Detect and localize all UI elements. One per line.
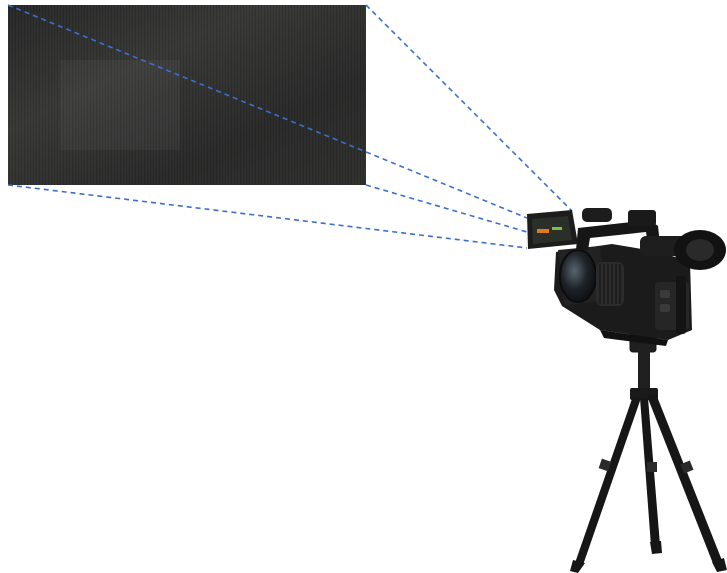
tripod-center-column xyxy=(638,345,650,393)
display-screen-icon xyxy=(8,5,366,185)
camera-hot-shoe xyxy=(628,210,656,226)
camera-side-button xyxy=(660,290,670,298)
camera-side-strap xyxy=(676,276,686,334)
camera-eyecup-inner xyxy=(686,239,714,261)
display-panel-highlight xyxy=(60,60,180,150)
camera-side-button xyxy=(660,304,670,312)
tripod-leg-center-lock xyxy=(647,462,657,472)
camera-lcd-overlay xyxy=(537,229,549,233)
camera-lens-front xyxy=(560,250,596,302)
tripod-foot-center xyxy=(650,541,662,554)
camera-lcd-overlay xyxy=(552,227,562,230)
camera-microphone xyxy=(582,208,612,222)
